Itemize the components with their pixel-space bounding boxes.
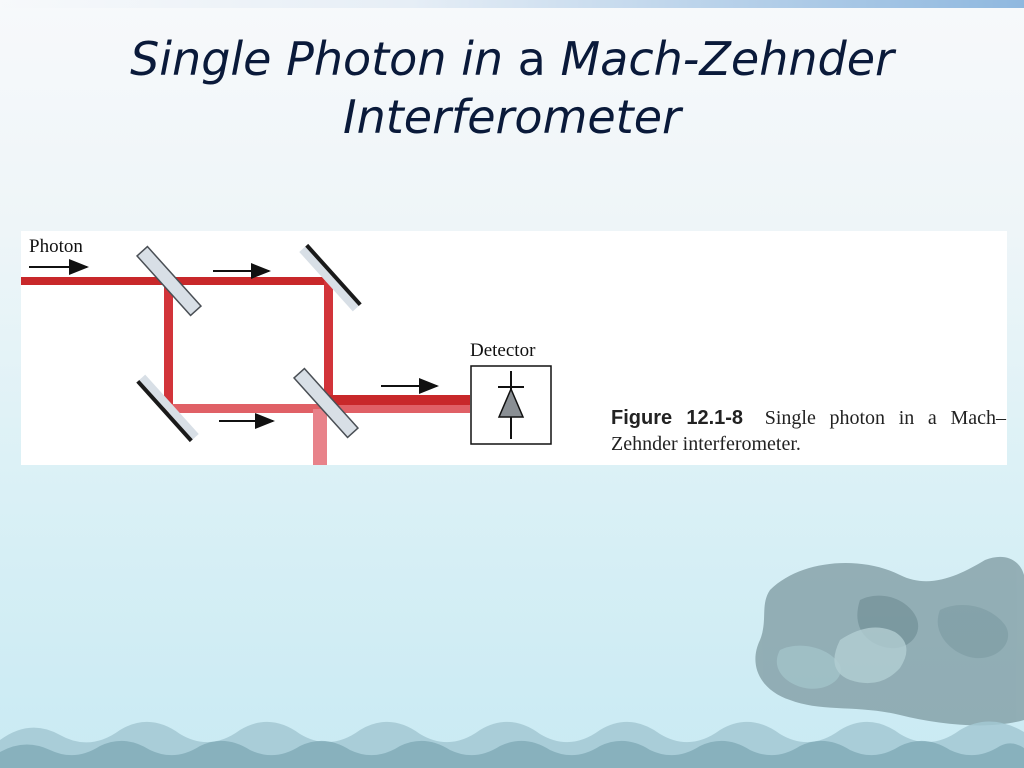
title-part-3: Mach-Zehnder [560,32,894,86]
wave-pattern [0,721,1024,768]
output-beam [324,395,470,405]
photodiode-icon [497,387,525,418]
beam-splitter-2 [292,367,360,439]
slide-title: Single Photon in a Mach-Zehnder Interfer… [60,30,964,146]
detector [470,365,552,445]
lower-beam [164,404,324,413]
mirror-bottom-left [136,374,199,443]
down-output-beam [313,409,327,465]
left-vertical-beam [164,281,173,409]
output-beam-lower [324,405,470,413]
right-vertical-beam [324,281,333,409]
title-part-2: a [503,32,561,86]
title-part-1: Single Photon in [130,32,504,86]
mirror-top-right [299,243,362,312]
figure-number: Figure 12.1-8 [611,407,744,429]
top-accent-bar [0,0,1024,8]
interferometer-diagram: Photon Detector [21,236,552,465]
photon-label: Photon [29,236,83,257]
detector-label: Detector [470,340,536,361]
figure-caption: Figure 12.1-8 Single photon in a Mach–Ze… [611,405,1006,457]
title-line-2: Interferometer [343,90,681,144]
dragon-illustration [755,556,1024,726]
figure-caption-text: Single photon in a Mach–Zehnder interfer… [611,407,1007,455]
figure-panel: Photon Detector Figure 12.1-8 Single pho… [21,231,1007,465]
beam-splitter-1 [135,245,203,317]
